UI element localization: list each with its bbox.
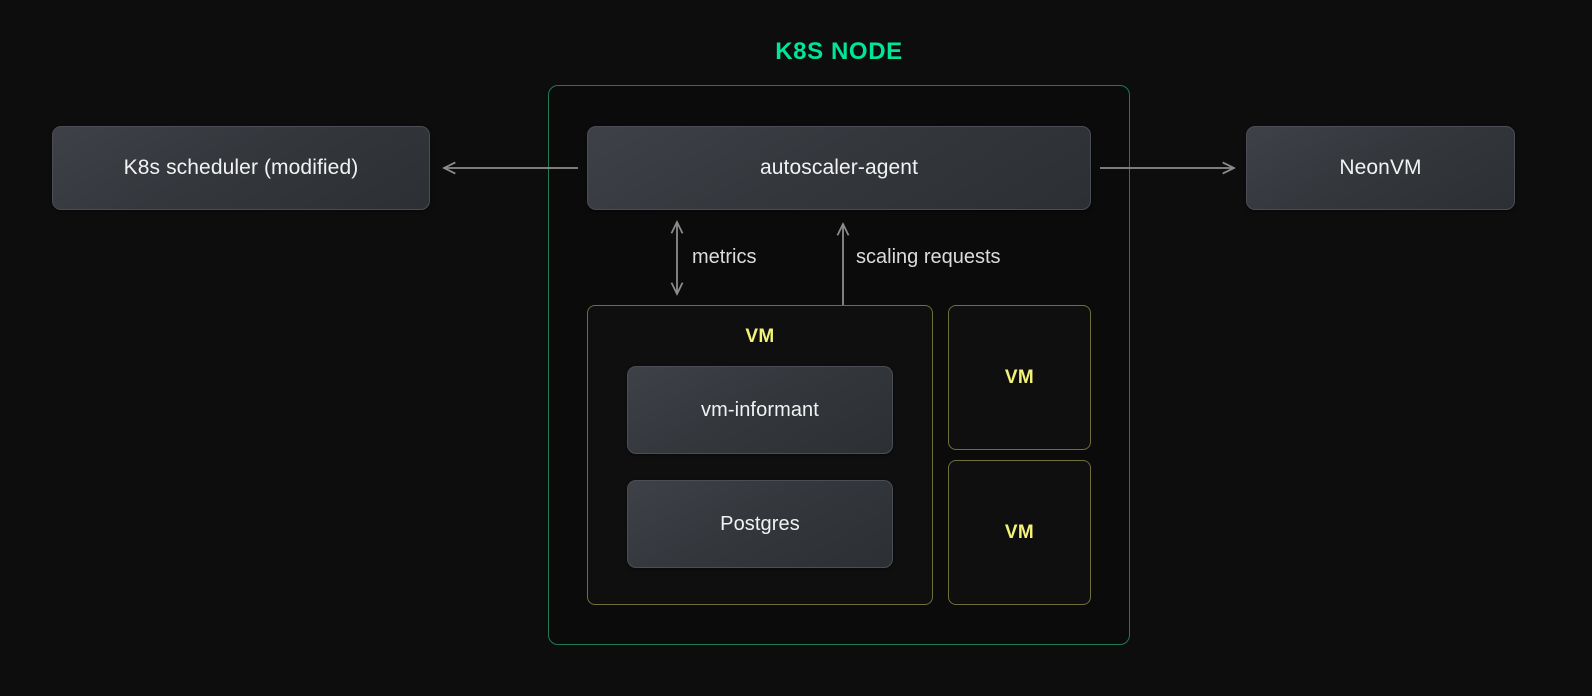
- edge-label-metrics: metrics: [692, 246, 757, 268]
- neonvm-box[interactable]: NeonVM: [1246, 126, 1515, 210]
- autoscaler-agent-box[interactable]: autoscaler-agent: [587, 126, 1091, 210]
- postgres-box[interactable]: Postgres: [627, 480, 893, 568]
- vm-informant-box[interactable]: vm-informant: [627, 366, 893, 454]
- k8s-scheduler-box[interactable]: K8s scheduler (modified): [52, 126, 430, 210]
- edge-label-scaling-requests: scaling requests: [856, 246, 1001, 268]
- vm-secondary-box-2[interactable]: VM: [948, 460, 1091, 605]
- vm-secondary-box-1[interactable]: VM: [948, 305, 1091, 450]
- k8s-node-title: K8S NODE: [775, 38, 903, 65]
- vm-secondary-label-1: VM: [1004, 366, 1035, 388]
- vm-secondary-label-2: VM: [1004, 521, 1035, 543]
- vm-main-label: VM: [745, 326, 775, 347]
